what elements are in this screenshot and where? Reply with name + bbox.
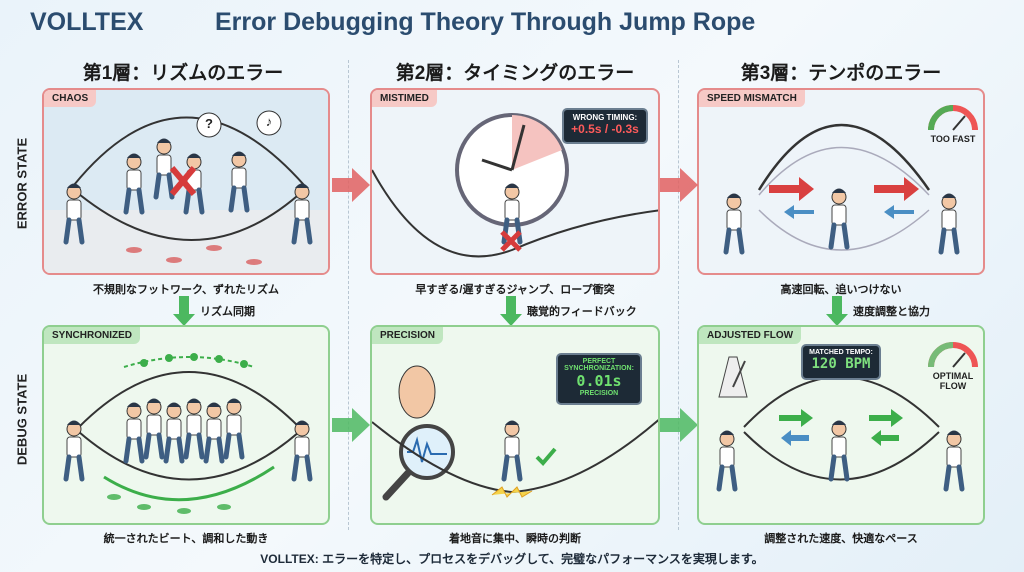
panel-speed-mismatch: SPEED MISMATCH TOO FAST	[697, 88, 985, 275]
panel-tag: CHAOS	[44, 90, 97, 107]
too-fast-label: TOO FAST	[930, 134, 976, 144]
green-arrow-down-icon	[826, 296, 848, 326]
perfect-sync-value: 0.01s	[576, 372, 622, 390]
green-arrow-right-icon	[332, 408, 370, 442]
panel-synchronized: SYNCHRONIZED	[42, 325, 330, 525]
error-caption-2: 早すぎる/遅すぎるジャンプ、ロープ衝突	[415, 284, 615, 296]
question-mark: ?	[205, 116, 213, 131]
debug-caption-3: 調整された速度、快適なペース	[764, 533, 918, 545]
page-title: Error Debugging Theory Through Jump Rope	[215, 8, 756, 36]
matched-tempo-display: MATCHED TEMPO: 120 BPM	[801, 344, 881, 380]
column-heading-1: 第1層：リズムのエラー	[82, 63, 284, 84]
error-caption-3: 高速回転、追いつけない	[780, 284, 902, 296]
precision-illustration	[372, 365, 658, 501]
matched-tempo-label: MATCHED TEMPO:	[809, 349, 873, 356]
panel-tag: SYNCHRONIZED	[44, 327, 141, 344]
green-arrow-down-icon	[500, 296, 522, 326]
optimal-flow-label: OPTIMAL FLOW	[932, 371, 974, 391]
debug-caption-2: 着地音に集中、瞬時の判断	[449, 533, 581, 545]
transition-label-3: 速度調整と協力	[853, 306, 930, 318]
row-label-debug: DEBUG STATE	[14, 373, 30, 466]
music-note-icon: ♪	[265, 114, 273, 129]
red-arrow-right-icon	[660, 168, 698, 202]
synchronized-illustration	[44, 353, 330, 514]
column-divider	[348, 60, 349, 530]
panel-chaos: CHAOS ? ♪	[42, 88, 330, 275]
green-arrow-right-icon	[660, 408, 698, 442]
green-arrow-down-icon	[173, 296, 195, 326]
footer-text: VOLLTEX: エラーを特定し、プロセスをデバッグして、完璧なパフォーマンスを…	[260, 552, 764, 566]
wrong-timing-label: WRONG TIMING:	[572, 113, 638, 122]
panel-tag: SPEED MISMATCH	[699, 90, 805, 107]
panel-mistimed: MISTIMED WRONG TIMING: +0.5s / -0.3s	[370, 88, 660, 275]
transition-label-2: 聴覚的フィードバック	[527, 306, 637, 318]
speed-mismatch-illustration	[699, 105, 978, 275]
mistimed-illustration	[372, 113, 658, 258]
column-heading-2: 第2層：タイミングのエラー	[395, 63, 635, 84]
column-heading-3: 第3層：テンポのエラー	[740, 63, 942, 84]
row-label-error: ERROR STATE	[14, 137, 30, 230]
panel-adjusted-flow: ADJUSTED FLOW MATCHED TEMPO: 120 BPM OPT…	[697, 325, 985, 525]
wrong-timing-value: +0.5s / -0.3s	[571, 122, 639, 136]
perfect-sync-unit: PRECISION	[579, 390, 619, 397]
wrong-timing-display: WRONG TIMING: +0.5s / -0.3s	[562, 108, 648, 144]
brand-logo: VOLLTEX	[30, 8, 144, 36]
column-divider	[678, 60, 679, 530]
red-arrow-right-icon	[332, 168, 370, 202]
debug-caption-1: 統一されたビート、調和した動き	[103, 533, 269, 545]
chaos-illustration	[44, 90, 328, 273]
panel-tag: MISTIMED	[372, 90, 437, 107]
perfect-sync-display: PERFECT SYNCHRONIZATION: 0.01s PRECISION	[556, 353, 642, 405]
panel-tag: ADJUSTED FLOW	[699, 327, 802, 344]
panel-precision: PRECISION PERFECT SYNCHRONIZATION: 0.01s…	[370, 325, 660, 525]
panel-tag: PRECISION	[372, 327, 444, 344]
transition-label-1: リズム同期	[200, 306, 255, 318]
error-caption-1: 不規則なフットワーク、ずれたリズム	[92, 284, 279, 296]
perfect-sync-label: PERFECT SYNCHRONIZATION:	[564, 358, 634, 372]
matched-tempo-value: 120 BPM	[811, 356, 871, 372]
